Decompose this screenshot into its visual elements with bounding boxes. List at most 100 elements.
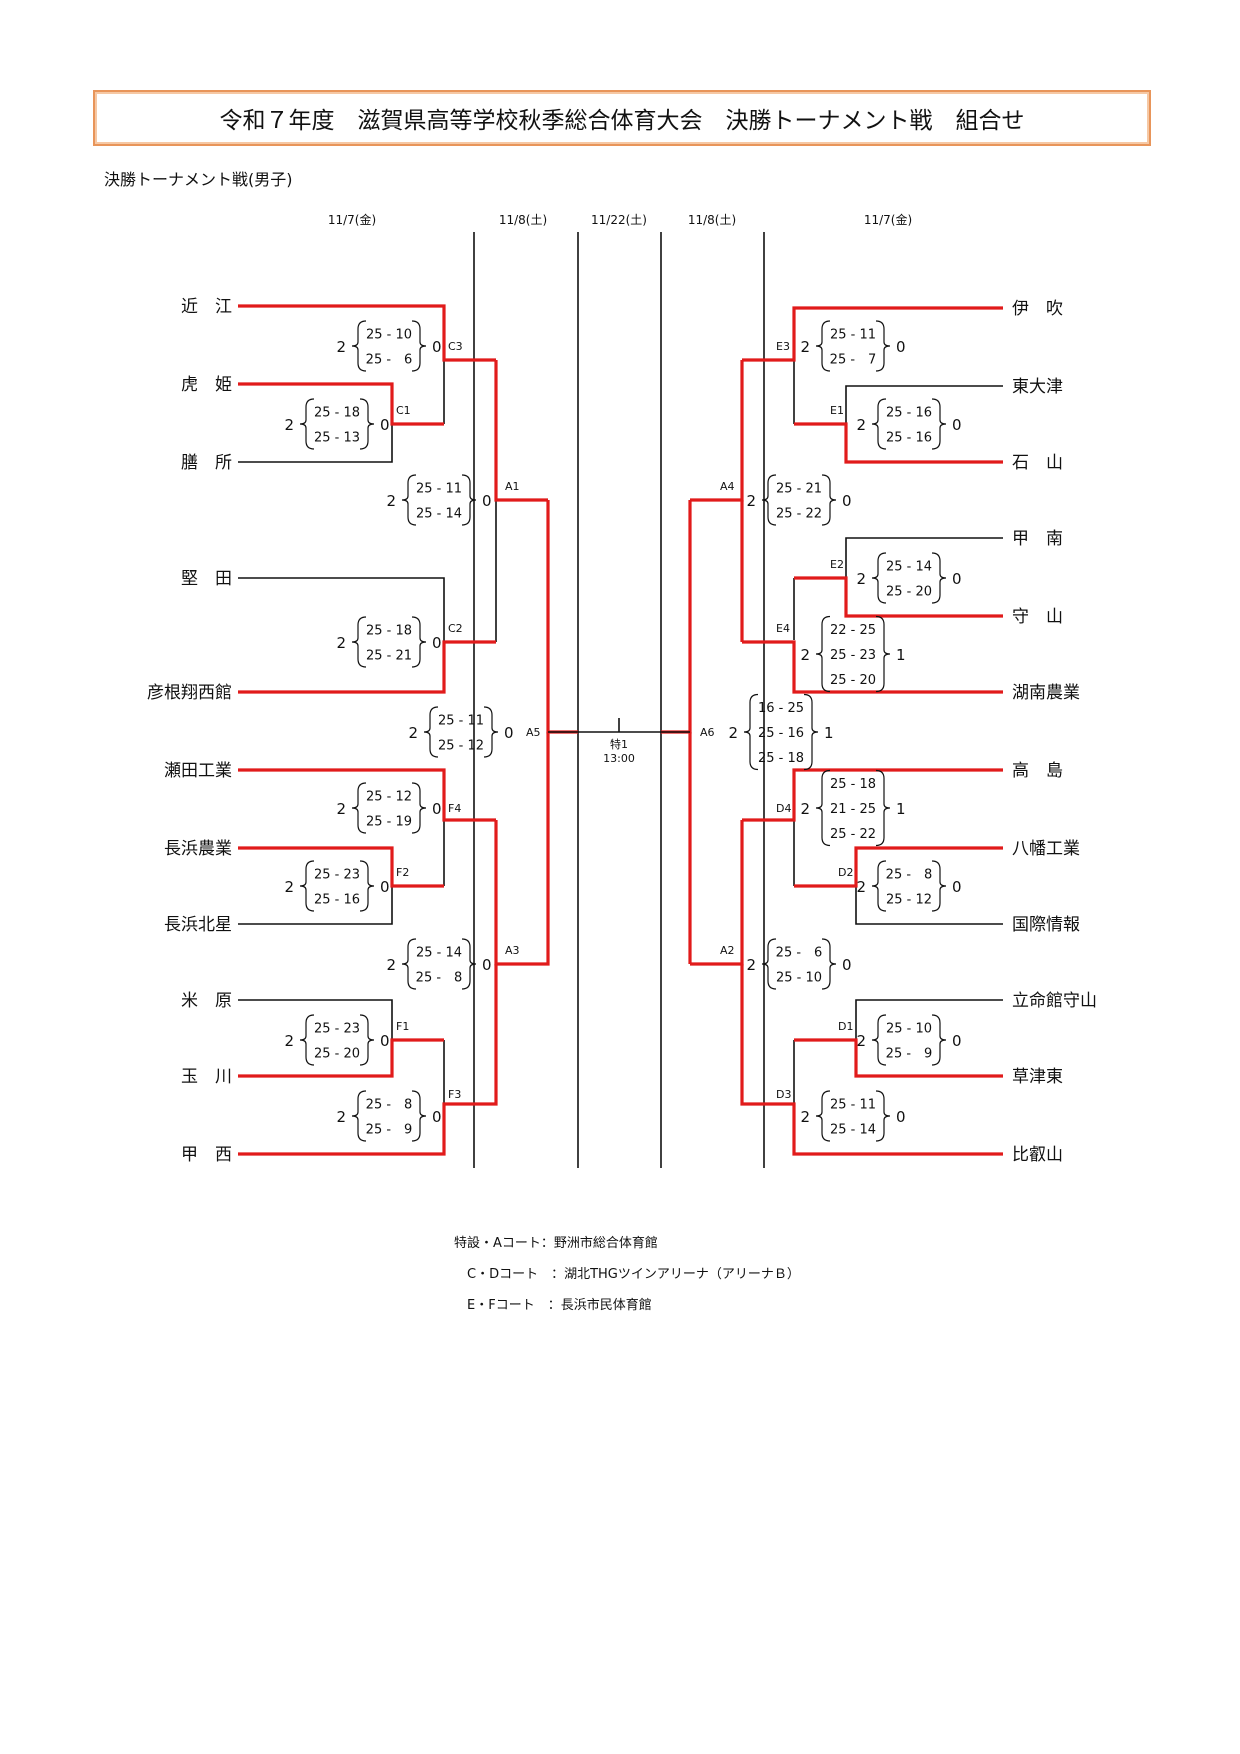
win-nagahama-nogyo <box>238 846 444 888</box>
set-score-A6-0: 16 - 25 <box>758 701 804 716</box>
score-b-D3: 0 <box>896 1108 906 1126</box>
brace-left-C3 <box>351 320 367 372</box>
venue-note-ef: E・Fコート ：長浜市民体育館 <box>454 1298 652 1313</box>
set-score-D4-1: 21 - 25 <box>830 802 876 817</box>
brace-left-C2 <box>351 616 367 668</box>
brace-left-A4 <box>761 474 777 526</box>
brace-right-F4 <box>411 782 427 834</box>
set-score-A4-1: 25 - 22 <box>776 507 822 522</box>
set-score-D3-1: 25 - 14 <box>830 1123 876 1138</box>
brace-right-F2 <box>359 860 375 912</box>
team-left-9: 玉 川 <box>181 1067 232 1087</box>
score-a-D3: 2 <box>800 1108 810 1126</box>
team-right-6: 高 島 <box>1012 761 1063 781</box>
score-b-A5: 0 <box>504 724 514 742</box>
match-code-C3: C3 <box>448 340 463 353</box>
team-left-1: 虎 姫 <box>181 375 232 395</box>
date-final: 11/22(土) <box>591 213 647 227</box>
brace-left-D1 <box>871 1014 887 1066</box>
team-left-6: 長浜農業 <box>164 839 232 859</box>
win-hachiman <box>794 846 1003 888</box>
set-score-E3-1: 25 - 7 <box>830 353 877 368</box>
win-kusatsuhigashi <box>794 1038 1003 1078</box>
set-score-E1-0: 25 - 16 <box>886 406 932 421</box>
score-b-F3: 0 <box>432 1108 442 1126</box>
match-code-A3: A3 <box>505 944 520 957</box>
team-right-0: 伊 吹 <box>1012 299 1063 319</box>
line-ritsumeikan <box>855 999 1003 1040</box>
set-score-E3-0: 25 - 11 <box>830 328 876 343</box>
score-a-A5: 2 <box>408 724 418 742</box>
line-kokusai <box>855 886 1003 925</box>
score-a-C3: 2 <box>336 338 346 356</box>
score-b-E4: 1 <box>896 646 906 664</box>
brace-right-E2 <box>931 552 947 604</box>
win-tamagawa <box>238 1038 444 1078</box>
set-score-A2-1: 25 - 10 <box>776 971 822 986</box>
brace-left-F3 <box>351 1090 367 1142</box>
brace-right-D4 <box>875 769 891 847</box>
match-code-E4: E4 <box>776 622 790 635</box>
match-code-E2: E2 <box>830 558 844 571</box>
set-score-E4-2: 25 - 20 <box>830 673 876 688</box>
win-c3-a1 <box>494 360 548 502</box>
brace-left-E4 <box>815 615 831 693</box>
brace-right-E3 <box>875 320 891 372</box>
brace-left-A2 <box>761 938 777 990</box>
set-score-A2-0: 25 - 6 <box>776 946 823 961</box>
set-score-C3-1: 25 - 6 <box>366 353 413 368</box>
team-left-2: 膳 所 <box>181 453 232 473</box>
set-score-D2-0: 25 - 8 <box>886 868 933 883</box>
team-right-11: 比叡山 <box>1012 1145 1063 1165</box>
date-left_r1: 11/7(金) <box>328 212 376 227</box>
score-b-E1: 0 <box>952 416 962 434</box>
score-b-D4: 1 <box>896 800 906 818</box>
score-a-C2: 2 <box>336 634 346 652</box>
win-hieizan <box>740 964 1003 1156</box>
score-b-F4: 0 <box>432 800 442 818</box>
final-time: 13:00 <box>603 752 635 765</box>
score-a-A1: 2 <box>386 492 396 510</box>
set-score-E4-0: 22 - 25 <box>830 623 876 638</box>
set-score-F3-0: 25 - 8 <box>366 1098 413 1113</box>
set-score-A3-1: 25 - 8 <box>416 971 463 986</box>
match-code-E3: E3 <box>776 340 790 353</box>
match-code-A4: A4 <box>720 480 735 493</box>
set-score-A1-1: 25 - 14 <box>416 507 462 522</box>
brace-right-D1 <box>931 1014 947 1066</box>
brace-left-D4 <box>815 769 831 847</box>
venue-notes: 特設・Aコート：野洲市総合体育館 C・Dコート ：湖北THGツインアリーナ（アリ… <box>454 1228 800 1321</box>
win-hikone <box>238 640 496 694</box>
score-b-D1: 0 <box>952 1032 962 1050</box>
score-b-C3: 0 <box>432 338 442 356</box>
win-kosei <box>238 964 498 1156</box>
win-ibuki <box>742 306 1003 362</box>
match-code-C2: C2 <box>448 622 463 635</box>
set-score-F4-0: 25 - 12 <box>366 790 412 805</box>
set-score-D2-1: 25 - 12 <box>886 893 932 908</box>
set-score-E4-1: 25 - 23 <box>830 648 876 663</box>
line-higashiotsu <box>845 385 1003 424</box>
set-score-F4-1: 25 - 19 <box>366 815 412 830</box>
win-seta <box>238 768 496 822</box>
win-a4-a6 <box>661 500 692 734</box>
date-right_r2: 11/8(土) <box>688 213 736 227</box>
tournament-bracket: 11/7(金)11/8(土)11/22(土)11/8(土)11/7(金) 近 江… <box>147 212 1097 1168</box>
brace-right-F1 <box>359 1014 375 1066</box>
team-left-8: 米 原 <box>181 991 232 1011</box>
brace-right-E4 <box>875 615 891 693</box>
match-code-E1: E1 <box>830 404 844 417</box>
brace-left-F4 <box>351 782 367 834</box>
brace-right-D2 <box>931 860 947 912</box>
score-b-A2: 0 <box>842 956 852 974</box>
